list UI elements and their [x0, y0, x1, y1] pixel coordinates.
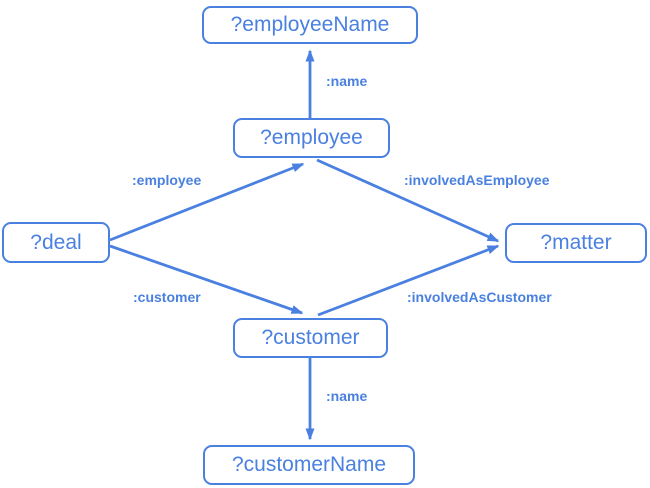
edge-label-name-bottom: :name	[326, 388, 368, 404]
node-deal[interactable]: ?deal	[2, 222, 110, 263]
node-customer-label: ?customer	[261, 326, 360, 349]
edge-label-involved-as-employee: :involvedAsEmployee	[404, 172, 550, 188]
node-employee-name[interactable]: ?employeeName	[202, 6, 418, 44]
node-deal-label: ?deal	[30, 230, 82, 254]
node-matter-label: ?matter	[540, 231, 612, 254]
edge-customer-matter[interactable]	[317, 244, 500, 317]
edge-employee-matter[interactable]	[316, 158, 500, 243]
edge-label-involved-as-customer: :involvedAsCustomer	[407, 289, 552, 305]
edge-label-name-top: :name	[326, 73, 368, 89]
edge-deal-employee[interactable]	[109, 162, 305, 242]
edge-label-customer: :customer	[133, 289, 201, 305]
node-customer-name-label: ?customerName	[231, 453, 387, 476]
node-matter[interactable]: ?matter	[505, 223, 647, 263]
node-customer-name[interactable]: ?customerName	[203, 445, 415, 485]
node-employee-label: ?employee	[260, 126, 363, 149]
edge-deal-customer[interactable]	[109, 244, 304, 315]
node-employee-name-label: ?employeeName	[230, 13, 390, 36]
node-customer[interactable]: ?customer	[233, 318, 388, 358]
node-employee[interactable]: ?employee	[233, 118, 390, 158]
edge-label-employee: :employee	[132, 172, 202, 188]
